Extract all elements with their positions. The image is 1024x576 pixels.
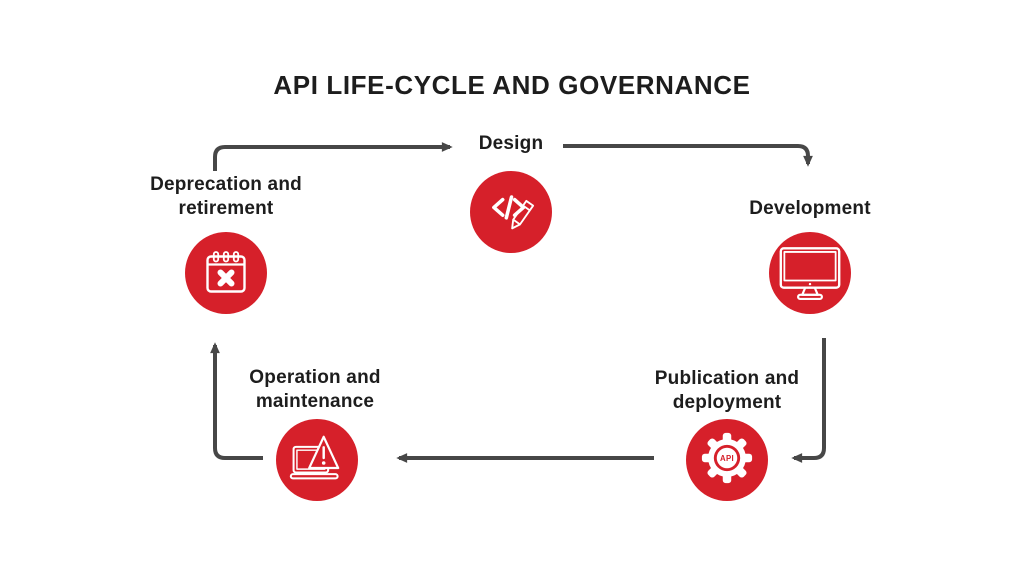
label-operation-line2: maintenance xyxy=(255,391,375,412)
label-development-text: Development xyxy=(749,198,871,219)
label-operation-line1: Operation and xyxy=(249,367,381,388)
label-design-text: Design xyxy=(478,133,544,154)
design-node-circle xyxy=(470,171,552,253)
laptop-warning-node-circle xyxy=(276,419,358,501)
label-operation: Operation and maintenance xyxy=(205,366,425,414)
monitor-icon xyxy=(779,240,841,307)
label-publication-line2: deployment xyxy=(672,392,782,413)
development-node-circle xyxy=(769,232,851,314)
label-publication-line1: Publication and xyxy=(654,368,800,389)
code-pencil-icon xyxy=(484,183,538,242)
label-deprecation-line2: retirement xyxy=(178,198,274,219)
api-gear-icon: API xyxy=(698,429,756,492)
laptop-warning-icon xyxy=(288,429,346,492)
calendar-cross-icon xyxy=(200,245,252,302)
label-deprecation-line1: Deprecation and xyxy=(150,174,302,195)
label-publication: Publication and deployment xyxy=(617,367,837,415)
label-design: Design xyxy=(411,132,611,156)
deprecation-node-circle xyxy=(185,232,267,314)
api-gear-icon-text: API xyxy=(720,453,734,462)
label-development: Development xyxy=(710,197,910,221)
publication-node-circle: API xyxy=(686,419,768,501)
page-title: API LIFE-CYCLE AND GOVERNANCE xyxy=(273,70,751,100)
label-deprecation: Deprecation and retirement xyxy=(116,173,336,221)
